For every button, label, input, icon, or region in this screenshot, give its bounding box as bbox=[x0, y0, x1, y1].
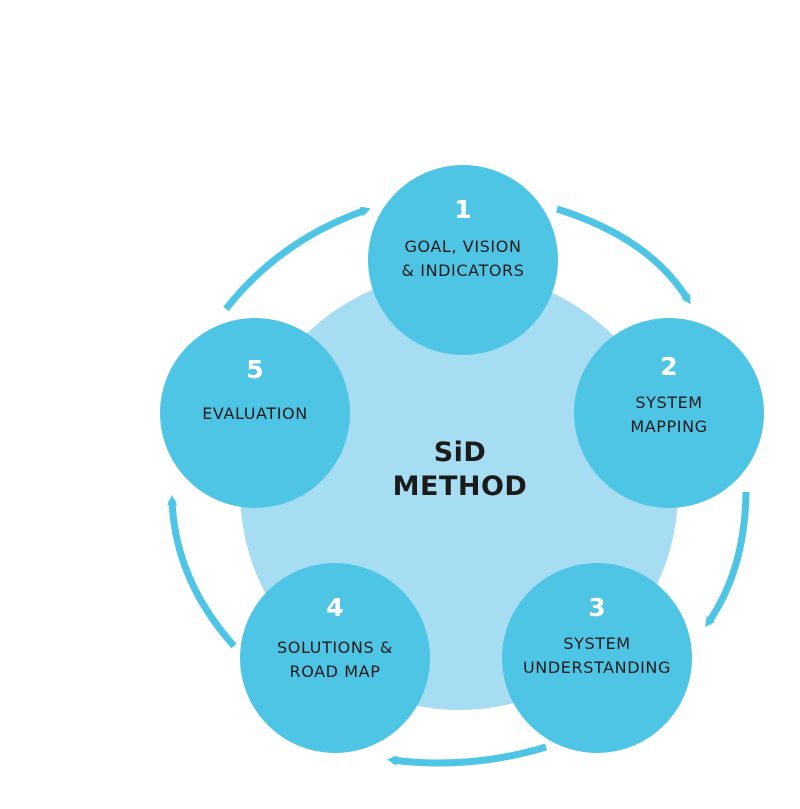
arrow-3-to-4 bbox=[387, 743, 548, 767]
step-5-label-line1: EVALUATION bbox=[202, 404, 308, 423]
step-5-circle: 5 EVALUATION bbox=[160, 318, 350, 508]
center-title: SiD METHOD bbox=[340, 436, 580, 504]
step-2-label: SYSTEM MAPPING bbox=[584, 391, 754, 439]
arrow-2-to-3 bbox=[705, 491, 750, 628]
step-1-circle: 1 GOAL, VISION & INDICATORS bbox=[368, 165, 558, 355]
center-title-line2: METHOD bbox=[392, 471, 528, 502]
step-2-label-line2: MAPPING bbox=[630, 417, 708, 436]
center-title-line1: SiD bbox=[433, 437, 487, 468]
step-2-circle: 2 SYSTEM MAPPING bbox=[574, 318, 764, 508]
step-4-label-line1: SOLUTIONS & bbox=[277, 638, 393, 657]
step-3-number: 3 bbox=[588, 593, 606, 622]
arrow-4-to-5 bbox=[167, 495, 237, 649]
step-3-circle: 3 SYSTEM UNDERSTANDING bbox=[502, 563, 692, 753]
step-1-label-line1: GOAL, VISION bbox=[404, 237, 522, 256]
step-4-number: 4 bbox=[326, 593, 344, 622]
step-3-label-line2: UNDERSTANDING bbox=[522, 658, 672, 677]
step-4-label-line2: ROAD MAP bbox=[289, 662, 381, 681]
step-2-label-line1: SYSTEM bbox=[635, 393, 703, 412]
step-4-label: SOLUTIONS & ROAD MAP bbox=[250, 636, 420, 684]
step-1-label-line2: & INDICATORS bbox=[401, 261, 525, 280]
step-1-label: GOAL, VISION & INDICATORS bbox=[378, 235, 548, 283]
step-3-label-line1: SYSTEM bbox=[563, 634, 631, 653]
step-4-circle: 4 SOLUTIONS & ROAD MAP bbox=[240, 563, 430, 753]
step-1-number: 1 bbox=[454, 195, 472, 224]
step-5-number: 5 bbox=[246, 355, 264, 384]
arrow-1-to-2 bbox=[555, 205, 691, 305]
arrow-5-to-1 bbox=[223, 206, 371, 312]
step-3-label: SYSTEM UNDERSTANDING bbox=[506, 632, 688, 680]
step-2-number: 2 bbox=[660, 352, 678, 381]
step-5-label: EVALUATION bbox=[170, 402, 340, 426]
